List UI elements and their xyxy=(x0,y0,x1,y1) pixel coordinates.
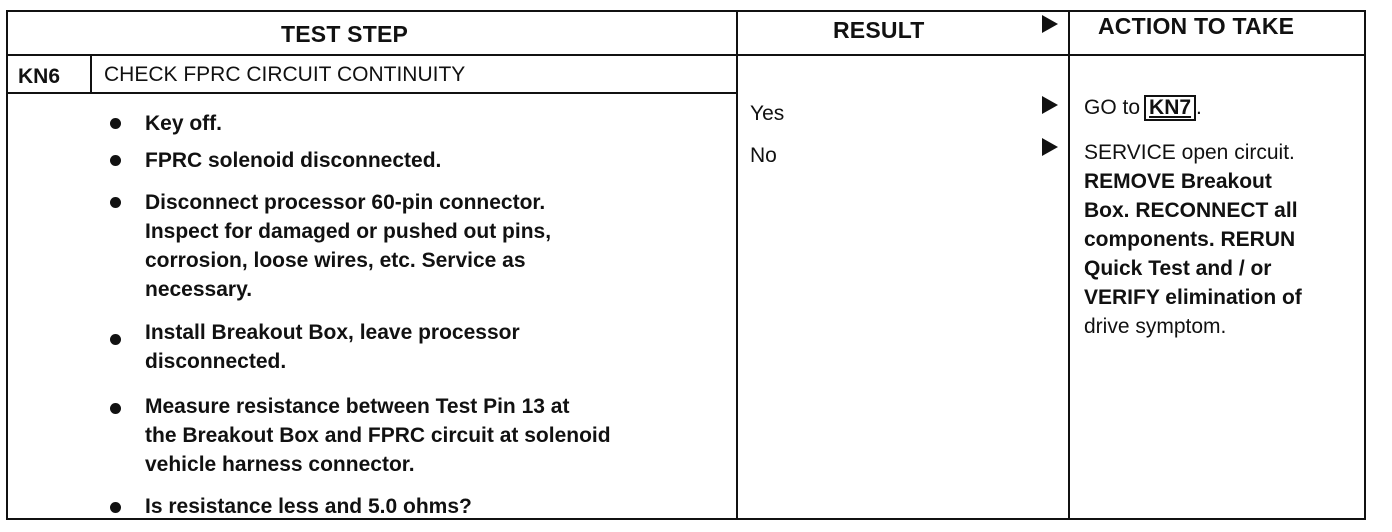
action-column-divider xyxy=(1068,10,1070,520)
bullet-icon xyxy=(110,334,121,345)
action-no-line: Quick Test and / or xyxy=(1084,257,1272,280)
table-right-border xyxy=(1364,10,1366,520)
bullet-line: disconnected. xyxy=(145,350,287,373)
bullet-icon xyxy=(110,197,121,208)
result-column-divider xyxy=(736,10,738,520)
bullet-line: Install Breakout Box, leave processor xyxy=(145,321,520,344)
bullet-line: Key off. xyxy=(145,112,223,135)
step-id: KN6 xyxy=(18,65,61,88)
bullet-line: FPRC solenoid disconnected. xyxy=(145,149,442,172)
action-no-line: REMOVE Breakout xyxy=(1084,170,1272,193)
table-left-border xyxy=(6,10,8,520)
header-bottom-border xyxy=(6,54,1366,56)
bullet-icon xyxy=(110,502,121,513)
step-title: CHECK FPRC CIRCUIT CONTINUITY xyxy=(104,63,466,86)
table-bottom-border xyxy=(6,518,1366,520)
goto-step-ref: KN7 xyxy=(1144,95,1197,121)
action-no-line: drive symptom. xyxy=(1084,315,1227,338)
bullet-icon xyxy=(110,155,121,166)
result-yes: Yes xyxy=(750,102,785,125)
result-header: RESULT xyxy=(833,17,925,43)
bullet-icon xyxy=(110,403,121,414)
bullet-line: necessary. xyxy=(145,278,253,301)
action-header: ACTION TO TAKE xyxy=(1098,13,1295,39)
action-no-line: Box. RECONNECT all xyxy=(1084,199,1298,222)
bullet-line: Is resistance less and 5.0 ohms? xyxy=(145,495,472,518)
action-no-line: components. RERUN xyxy=(1084,228,1296,251)
action-no-line: VERIFY elimination of xyxy=(1084,286,1302,309)
result-no: No xyxy=(750,144,777,167)
bullet-icon xyxy=(110,118,121,129)
bullet-line: Measure resistance between Test Pin 13 a… xyxy=(145,395,570,418)
header-arrow-icon xyxy=(1042,15,1058,33)
id-divider xyxy=(90,54,92,94)
bullet-line: vehicle harness connector. xyxy=(145,453,415,476)
action-no-line: SERVICE open circuit. xyxy=(1084,141,1295,164)
bullet-line: corrosion, loose wires, etc. Service as xyxy=(145,249,526,272)
test-step-header: TEST STEP xyxy=(281,21,409,47)
step-title-bottom-border xyxy=(6,92,738,94)
bullet-line: Inspect for damaged or pushed out pins, xyxy=(145,220,552,243)
bullet-line: Disconnect processor 60-pin connector. xyxy=(145,191,546,214)
result-no-arrow-icon xyxy=(1042,138,1058,156)
bullet-line: the Breakout Box and FPRC circuit at sol… xyxy=(145,424,611,447)
table-top-border xyxy=(6,10,1366,12)
action-yes-text: GO to xyxy=(1084,96,1141,119)
action-yes-suffix: . xyxy=(1196,96,1202,119)
result-yes-arrow-icon xyxy=(1042,96,1058,114)
